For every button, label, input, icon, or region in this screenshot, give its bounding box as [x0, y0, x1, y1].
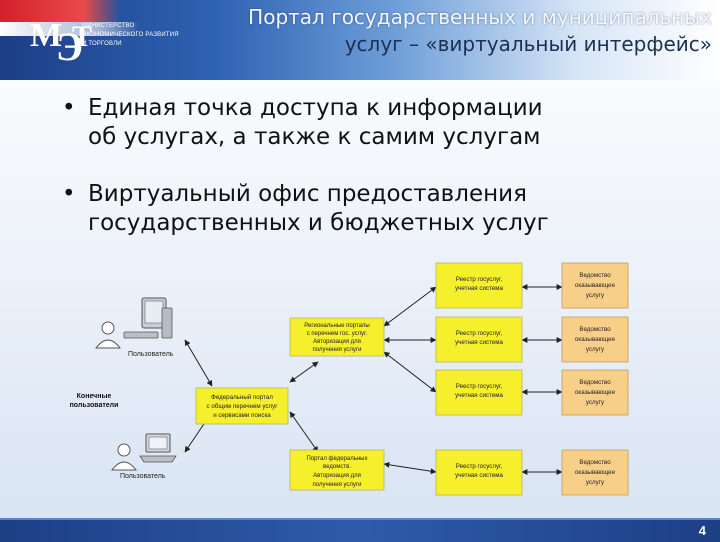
registry-text: учетная система [455, 392, 503, 399]
agencies-portal-text: Портал федеральных [307, 456, 368, 462]
bullet-marker: • [62, 181, 76, 207]
slide-title: Портал государственных и муниципальных у… [160, 4, 712, 58]
svg-text:Т: Т [72, 20, 92, 53]
registry-box: Реестр госуслуг, учетная система [435, 449, 523, 496]
end-users-label: пользователи [70, 402, 119, 409]
registry-text: Реестр госуслуг, [456, 463, 503, 470]
desktop-user-label: Пользователь [128, 351, 174, 358]
flag-stripe-white [0, 22, 140, 36]
agency-box: Ведомство оказывающее услугу [561, 449, 629, 496]
agency-text: оказывающее [575, 389, 616, 396]
registry-text: Реестр госуслуг, [456, 276, 503, 283]
federal-portal-text: Федеральный портал [211, 394, 273, 401]
laptop-user-label: Пользователь [120, 473, 166, 480]
agency-text: услугу [586, 399, 605, 406]
agencies-portal-box [289, 449, 385, 491]
registry-box: Реестр госуслуг, учетная система [435, 369, 523, 416]
bullet-item: • Виртуальный офис предоставления госуда… [62, 180, 702, 238]
agency-text: оказывающее [575, 336, 616, 343]
ministry-name: МИНИСТЕРСТВО ЭКОНОМИЧЕСКОГО РАЗВИТИЯ И Т… [82, 22, 202, 49]
bullet-text-line: Виртуальный офис предоставления [88, 181, 527, 207]
agency-text: Ведомство [579, 326, 611, 333]
page-number: 4 [698, 523, 706, 538]
agency-text: Ведомство [579, 379, 611, 386]
registry-text: учетная система [455, 285, 503, 292]
agencies-portal-text: Авторизация для [313, 473, 361, 479]
registry-box: Реестр госуслуг, учетная система [435, 316, 523, 363]
laptop-icon [139, 433, 177, 463]
end-users-label: Конечные [77, 393, 112, 400]
regional-portal-text: с перечнем гос. услуг. [307, 331, 368, 337]
connector-arrows [184, 284, 563, 475]
regional-portal-text: получения услуги [313, 347, 362, 353]
user-icon [94, 321, 122, 349]
agency-text: услугу [586, 346, 605, 353]
svg-text:Э: Э [56, 24, 83, 68]
federal-portal-text: с общим перечнем услуг [207, 403, 279, 410]
agency-box: Ведомство оказывающее услугу [561, 262, 629, 309]
slide-title-line-1: Портал государственных и муниципальных [248, 5, 712, 29]
bullet-text-line: Единая точка доступа к информации [88, 95, 543, 121]
user-icon [110, 443, 138, 471]
agency-text: оказывающее [575, 469, 616, 476]
agency-text: оказывающее [575, 282, 616, 289]
registry-text: Реестр госуслуг, [456, 330, 503, 337]
agency-text: Ведомство [579, 272, 611, 279]
agency-text: Ведомство [579, 459, 611, 466]
ministry-logo-icon: М Э Т [30, 17, 92, 68]
federal-portal-text: и сервисами поиска [213, 412, 271, 419]
bullet-marker: • [62, 95, 76, 121]
registry-text: учетная система [455, 472, 503, 479]
bullet-text-line: государственных и бюджетных услуг [88, 210, 549, 236]
agency-text: услугу [586, 479, 605, 486]
bullet-item: • Единая точка доступа к информации об у… [62, 94, 702, 152]
bullet-list: • Единая точка доступа к информации об у… [62, 94, 702, 266]
federal-portal-box [195, 387, 289, 425]
svg-text:М: М [30, 17, 62, 54]
flag-stripe-red [0, 0, 120, 22]
registry-text: учетная система [455, 339, 503, 346]
agency-box: Ведомство оказывающее услугу [561, 316, 629, 363]
agency-box: Ведомство оказывающее услугу [561, 369, 629, 416]
agencies-portal-text: ведомств. [323, 464, 351, 470]
regional-portal-text: Авторизация для [313, 339, 361, 345]
registry-text: Реестр госуслуг, [456, 383, 503, 390]
header-band: М Э Т МИНИСТЕРСТВО ЭКОНОМИЧЕСКОГО РАЗВИТ… [0, 0, 720, 80]
registry-box: Реестр госуслуг, учетная система [435, 262, 523, 309]
agency-text: услугу [586, 292, 605, 299]
agencies-portal-text: получения услуги [313, 482, 362, 488]
slide-title-line-2: услуг – «виртуальный интерфейс» [344, 32, 712, 56]
regional-portal-text: Региональные порталы [304, 323, 369, 329]
desktop-computer-icon [123, 297, 173, 339]
ministry-name-line: ЭКОНОМИЧЕСКОГО РАЗВИТИЯ [82, 32, 179, 38]
regional-portal-box [289, 317, 385, 357]
footer-bar: 4 [0, 518, 720, 542]
ministry-name-line: МИНИСТЕРСТВО [82, 23, 135, 29]
bullet-text-line: об услугах, а также к самим услугам [88, 124, 541, 150]
ministry-name-line: И ТОРГОВЛИ [82, 41, 122, 47]
